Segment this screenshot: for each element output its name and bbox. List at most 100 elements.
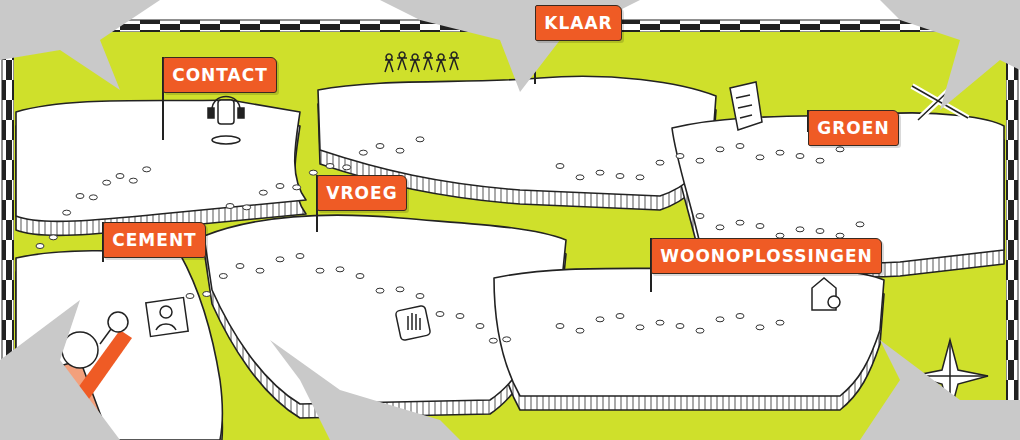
footprint	[203, 292, 211, 297]
sketch-icons	[14, 52, 988, 440]
footprint	[716, 317, 724, 322]
footprint	[316, 268, 324, 273]
footprint	[143, 167, 151, 172]
flag-text: GROEN	[817, 120, 889, 137]
island-tops	[16, 76, 1004, 440]
house-icon	[812, 278, 840, 310]
footprint	[796, 154, 804, 159]
footprint	[89, 195, 97, 200]
footprint	[556, 324, 564, 329]
footprint	[676, 154, 684, 159]
footprint	[596, 317, 604, 322]
footprint	[76, 194, 84, 199]
footprint	[219, 274, 227, 279]
footprint	[776, 150, 784, 155]
footprint	[456, 314, 464, 319]
footprint	[696, 328, 704, 333]
footprint	[259, 190, 267, 195]
flag-text: WOONOPLOSSINGEN	[660, 248, 873, 265]
hand-sign-icon	[395, 305, 431, 341]
islands	[16, 76, 1004, 440]
footprint	[416, 294, 424, 299]
speech-bubble	[880, 0, 1020, 110]
footprint	[356, 274, 364, 279]
footprint	[816, 158, 824, 163]
speech-bubble	[0, 0, 160, 90]
sketch-stroke	[385, 52, 459, 72]
flag-label: KLAAR	[535, 5, 622, 41]
sketch-stroke	[212, 97, 240, 111]
footprint	[236, 264, 244, 269]
footprint	[256, 268, 264, 273]
footprint	[756, 155, 764, 160]
flag-label: VROEG	[317, 175, 407, 211]
footprint	[656, 320, 664, 325]
footprint	[396, 148, 404, 153]
speech-bubble	[380, 0, 640, 92]
footprint	[756, 224, 764, 229]
footprint	[116, 174, 124, 179]
speech-bubble	[0, 300, 120, 440]
footprint	[616, 314, 624, 319]
footprint	[243, 205, 251, 210]
sketch-stroke	[736, 95, 752, 118]
footprint	[503, 337, 511, 342]
footprint	[63, 210, 71, 215]
footprint	[716, 147, 724, 152]
footprint	[129, 178, 137, 183]
footprint	[293, 185, 301, 190]
footprint	[696, 214, 704, 219]
sketch-stroke	[146, 298, 188, 337]
sketch-stroke	[730, 82, 762, 130]
sketch-stroke	[395, 305, 431, 341]
footprint	[376, 288, 384, 293]
footprint	[276, 257, 284, 262]
footprint	[736, 144, 744, 149]
footprint	[103, 180, 111, 185]
footprint	[343, 165, 351, 170]
sketch-stroke	[160, 306, 172, 318]
footprint	[416, 137, 424, 142]
island-contact	[16, 100, 306, 221]
footprint	[696, 158, 704, 163]
footprint	[796, 227, 804, 232]
sketch-stroke	[408, 313, 420, 330]
footprint	[276, 184, 284, 189]
flag-text: KLAAR	[544, 15, 612, 32]
footprint	[556, 164, 564, 169]
footprint	[736, 314, 744, 319]
sketch-stroke	[212, 136, 240, 144]
green-ground	[14, 32, 1006, 440]
footprint	[616, 174, 624, 179]
footprint	[756, 325, 764, 330]
footprint	[836, 147, 844, 152]
footprint	[476, 324, 484, 329]
footprint	[336, 267, 344, 272]
sketch-stroke	[100, 329, 111, 344]
scroll-icon	[730, 82, 762, 130]
speech-bubble	[270, 340, 460, 440]
footprint	[436, 312, 444, 317]
footprint	[736, 220, 744, 225]
footprint	[636, 175, 644, 180]
footprint	[596, 170, 604, 175]
island-woonoplossingen	[494, 268, 884, 397]
speech-bubble	[860, 340, 1020, 440]
footprint	[489, 338, 497, 343]
footprint	[359, 150, 367, 155]
footprint	[676, 324, 684, 329]
map-border-right	[1006, 20, 1018, 440]
portrait-frame-icon	[146, 298, 188, 337]
flag-text: CEMENT	[112, 232, 196, 249]
footprint	[396, 287, 404, 292]
sketch-stroke	[156, 324, 176, 330]
footprint	[776, 320, 784, 325]
footprint	[36, 244, 44, 249]
flag-text: CONTACT	[172, 67, 268, 84]
